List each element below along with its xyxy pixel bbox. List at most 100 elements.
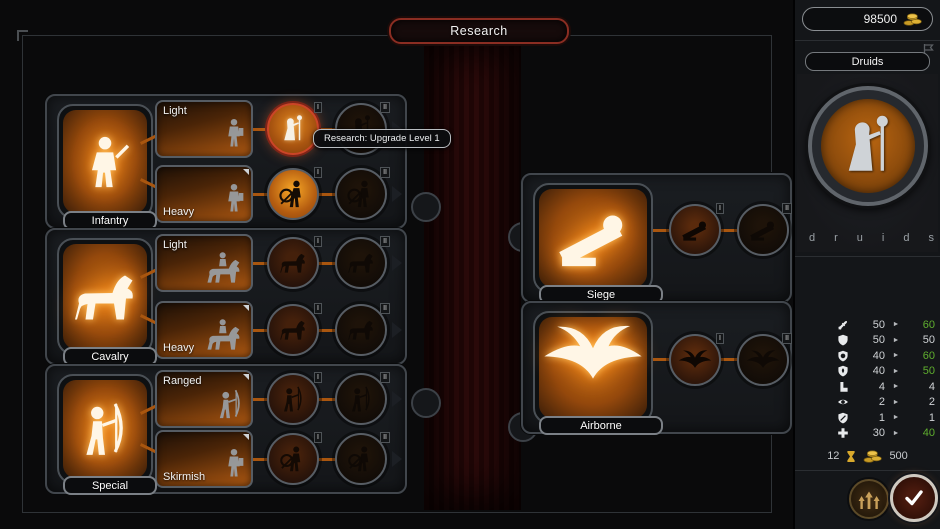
stat-arrow: ►	[892, 321, 900, 329]
infantry-light-tab[interactable]: Light	[155, 100, 253, 158]
level-tag: II	[380, 432, 390, 443]
cavalry-category-button[interactable]	[57, 238, 153, 355]
cavalry-heavy-upgrade-1[interactable]: I	[267, 303, 322, 356]
branch-label: Ranged	[163, 375, 202, 387]
airborne-label: Airborne	[539, 416, 663, 435]
level-tag: I	[716, 332, 724, 344]
cross-icon	[837, 427, 849, 439]
gold-display: 98500	[802, 7, 933, 31]
unit-portrait[interactable]	[807, 86, 928, 206]
archer-icon	[346, 384, 376, 414]
warrior-icon	[277, 178, 309, 210]
horse-icon	[276, 317, 310, 343]
heavy-infantry-unit-icon	[221, 178, 247, 218]
page-title: Research	[389, 18, 569, 44]
airborne-upgrade-2[interactable]: II	[737, 332, 792, 386]
cavalry-light-tab[interactable]: Light	[155, 234, 253, 292]
connector	[251, 328, 269, 332]
cavalry-heavy-tab[interactable]: Heavy	[155, 301, 253, 359]
airborne-row: I II	[653, 331, 804, 389]
checkmark-icon	[903, 488, 925, 508]
coins-icon	[903, 12, 923, 26]
stat-arrow: ►	[892, 352, 900, 360]
connector	[653, 358, 671, 362]
stat-from: 50	[872, 318, 885, 331]
infantry-heavy-upgrade-1[interactable]: I	[267, 167, 322, 220]
confirm-button[interactable]	[890, 474, 938, 522]
branch-label: Heavy	[163, 342, 195, 354]
horse-icon	[344, 250, 378, 276]
connector	[317, 192, 337, 196]
cavalry-light-upgrade-1[interactable]: I	[267, 236, 322, 289]
airborne-glow	[539, 317, 647, 418]
stat-from: 1	[878, 411, 885, 424]
stat-from: 40	[872, 365, 885, 378]
stat-to: 2	[928, 396, 935, 409]
horse-icon	[344, 317, 378, 343]
special-glow	[63, 380, 147, 478]
stat-arrow: ►	[892, 414, 900, 422]
siege-row: I II	[653, 201, 804, 259]
special-label: Special	[63, 476, 157, 495]
siege-category-button[interactable]	[533, 183, 653, 293]
level-tag: I	[314, 432, 322, 443]
stat-to: 1	[928, 411, 935, 424]
cavalry-light-upgrade-2[interactable]: II	[335, 236, 390, 289]
special-ranged-row: Ranged I II	[155, 370, 402, 428]
warrior-icon	[345, 178, 377, 210]
level-tag: II	[380, 236, 390, 247]
stat-from: 50	[872, 334, 885, 347]
siege-section: Siege I II	[521, 173, 804, 304]
infantry-light-upgrade-1[interactable]: I	[267, 102, 322, 155]
eagle-icon	[677, 348, 713, 372]
connector	[251, 457, 269, 461]
warrior-icon	[278, 444, 308, 474]
branch-label: Light	[163, 105, 187, 117]
portrait-zone	[797, 74, 938, 252]
cavalry-glow	[63, 244, 147, 349]
cavalry-heavy-upgrade-2[interactable]: II	[335, 303, 390, 356]
divider	[795, 256, 940, 257]
next-tier-hint	[392, 451, 402, 467]
special-skirmish-upgrade-2[interactable]: II	[335, 432, 390, 485]
corner-notch	[243, 374, 249, 380]
airborne-upgrade-1[interactable]: I	[669, 332, 724, 386]
airborne-category-button[interactable]	[533, 311, 653, 424]
siege-upgrade-1[interactable]: I	[669, 203, 724, 257]
special-ranged-upgrade-2[interactable]: II	[335, 372, 390, 425]
connector	[317, 397, 337, 401]
special-category-button[interactable]	[57, 374, 153, 484]
connector	[251, 261, 269, 265]
divider	[795, 470, 940, 471]
flame-shield-icon	[837, 365, 849, 377]
infantry-heavy-upgrade-2[interactable]: II	[335, 167, 390, 220]
special-ranged-upgrade-1[interactable]: I	[267, 372, 322, 425]
special-skirmish-upgrade-1[interactable]: I	[267, 432, 322, 485]
stat-from: 2	[878, 396, 885, 409]
next-tier-hint	[392, 322, 402, 338]
stat-from: 30	[872, 427, 885, 440]
druid-icon	[278, 114, 308, 144]
connector	[653, 228, 671, 232]
special-ranged-tab[interactable]: Ranged	[155, 370, 253, 428]
connector	[251, 397, 269, 401]
infantry-section: Infantry Light I II Heavy	[45, 94, 407, 230]
stat-to: 60	[922, 318, 935, 331]
infantry-category-button[interactable]	[57, 104, 153, 219]
infantry-heavy-tab[interactable]: Heavy	[155, 165, 253, 223]
upgrade-button[interactable]	[849, 479, 889, 519]
connector	[317, 457, 337, 461]
frame-corner-ornament	[17, 30, 28, 41]
branch-label: Light	[163, 239, 187, 251]
special-skirmish-tab[interactable]: Skirmish	[155, 430, 253, 488]
shield-icon	[837, 334, 849, 346]
connector	[251, 192, 269, 196]
stat-to: 40	[922, 427, 935, 440]
gold-cost: 500	[889, 450, 908, 462]
heavy-cavalry-unit-icon	[203, 316, 247, 354]
connector	[317, 261, 337, 265]
cavalry-section: Cavalry Light I II Heavy	[45, 228, 407, 366]
time-cost: 12	[827, 450, 840, 462]
light-cavalry-unit-icon	[203, 249, 247, 287]
siege-upgrade-2[interactable]: II	[737, 203, 792, 257]
